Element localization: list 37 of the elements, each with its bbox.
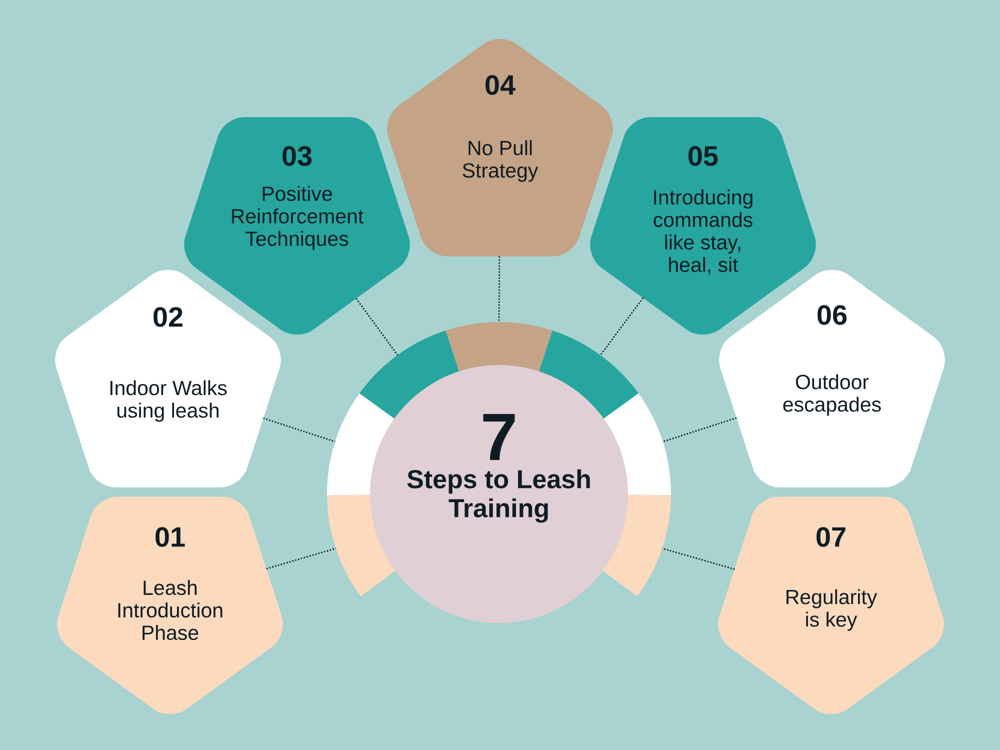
step-pentagon [387, 38, 613, 256]
step-pentagon [57, 496, 283, 714]
step-number: 03 [282, 146, 312, 166]
step-label: Regularity is key [786, 589, 878, 631]
step-pentagon [718, 496, 944, 714]
step-label: Outdoor escapades [783, 374, 881, 416]
step-pentagon [590, 117, 816, 335]
step-label: Introducing commands like stay, heal, sit [654, 190, 752, 274]
ring-segment [327, 494, 397, 596]
leader-line [600, 298, 644, 356]
step-number: 07 [816, 527, 846, 547]
ring-segment [601, 494, 671, 596]
leader-line [356, 298, 398, 356]
ring-segment [538, 330, 639, 420]
leader-line [263, 418, 336, 442]
leader-line [662, 417, 737, 442]
headline-text: Steps to Leash Training [407, 469, 590, 523]
step-number: 06 [818, 305, 847, 325]
step-label: Leash Introduction Phase [118, 580, 222, 640]
step-number: 05 [688, 146, 718, 166]
leader-line [662, 548, 735, 570]
ring-segment [359, 330, 460, 420]
step-pentagon [55, 270, 281, 488]
ring-segment [446, 322, 552, 374]
leader-line [266, 548, 336, 570]
step-pentagon [184, 117, 410, 335]
step-number: 01 [156, 527, 185, 547]
step-label: Indoor Walks using leash [110, 380, 227, 422]
center-circle [370, 365, 628, 623]
step-number: 02 [154, 307, 182, 327]
step-label: Positive Reinforcement Techniques [232, 186, 364, 250]
step-number: 04 [486, 75, 516, 95]
leader-line [498, 256, 500, 322]
ring-segment [327, 393, 396, 496]
ring-segment [602, 393, 671, 496]
headline-number: 7 [483, 414, 515, 460]
step-label: No Pull Strategy [462, 140, 538, 182]
